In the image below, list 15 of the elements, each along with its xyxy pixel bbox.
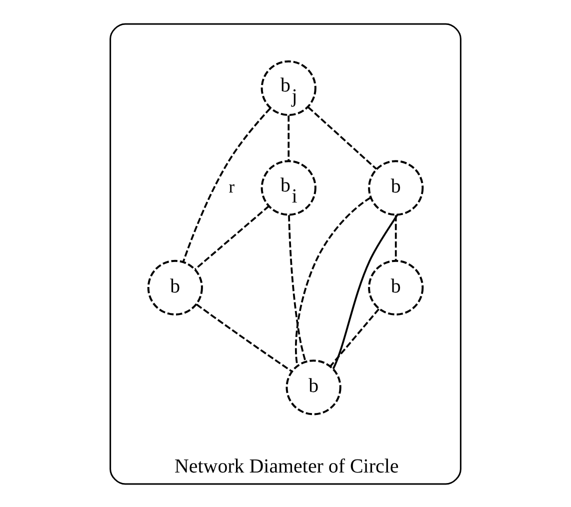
node-circle: b — [286, 359, 342, 415]
node-circle: b — [368, 259, 424, 315]
connector — [182, 107, 271, 262]
connector — [332, 214, 398, 369]
node-circle: b — [368, 160, 424, 216]
connector — [394, 214, 397, 260]
connector — [330, 308, 380, 366]
connector — [288, 214, 306, 362]
connector — [196, 303, 292, 372]
connector — [194, 204, 270, 270]
node-circle: b — [147, 259, 203, 315]
connector — [295, 196, 371, 366]
connector — [288, 114, 290, 160]
connector — [308, 106, 377, 170]
edge-label: r — [228, 176, 235, 196]
